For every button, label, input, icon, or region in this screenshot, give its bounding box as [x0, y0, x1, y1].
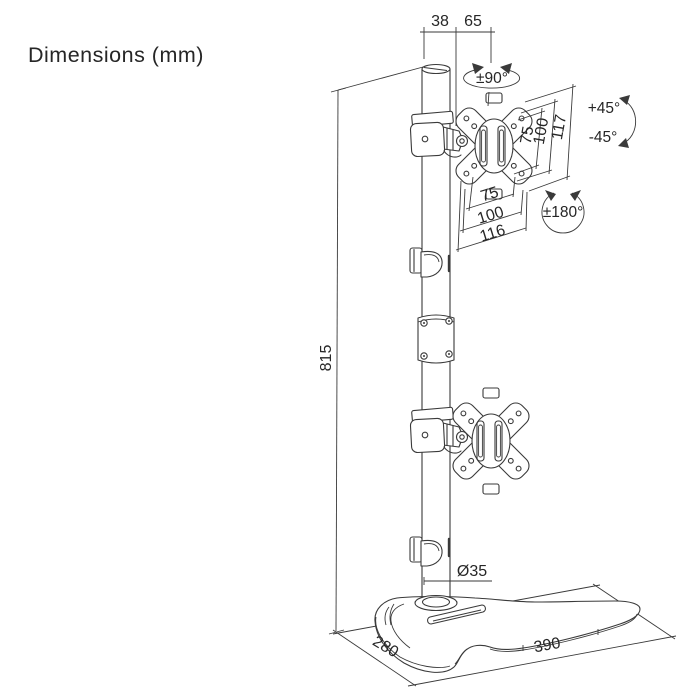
cable-clip-lower — [409, 536, 443, 567]
dim-plate-width-116-label: 116 — [478, 222, 507, 246]
dim-vesa-h-75-label: 75 — [479, 184, 501, 205]
pole-coupler-sleeve — [417, 314, 455, 364]
annotation-rotate-180: ±180° — [541, 190, 585, 234]
dim-815-label: 815 — [318, 345, 335, 372]
dim-height-815: 815 — [318, 66, 424, 635]
dim-vesa-horizontal: 75 100 116 — [455, 176, 528, 253]
dim-vesa-vertical: 75 100 117 — [513, 83, 577, 192]
annotation-tilt-45: +45° -45° — [588, 95, 636, 148]
dim-vesa-v-75-label: 75 — [518, 125, 538, 146]
dim-390-label: 390 — [533, 635, 562, 656]
tilt-down-45-label: -45° — [589, 129, 618, 146]
base-handle-slot — [427, 604, 486, 625]
base — [374, 595, 641, 673]
dim-top-offsets: 38 65 — [420, 13, 495, 126]
dim-65-label: 65 — [464, 13, 482, 30]
base-collar — [414, 594, 458, 612]
dim-pole-diameter: Ø35 — [423, 563, 492, 585]
dim-vesa-v-100-label: 100 — [531, 117, 552, 146]
cable-clip-upper — [409, 247, 443, 278]
swivel-90-label: ±90° — [476, 70, 508, 87]
dim-o35-label: Ø35 — [457, 563, 487, 580]
dim-38-label: 38 — [431, 13, 449, 30]
tilt-up-45-label: +45° — [588, 100, 621, 117]
annotation-swivel-90: ±90° — [463, 63, 521, 89]
rotate-180-label: ±180° — [543, 204, 584, 221]
page-title: Dimensions (mm) — [28, 43, 204, 67]
dim-plate-height-117-label: 117 — [549, 113, 570, 141]
